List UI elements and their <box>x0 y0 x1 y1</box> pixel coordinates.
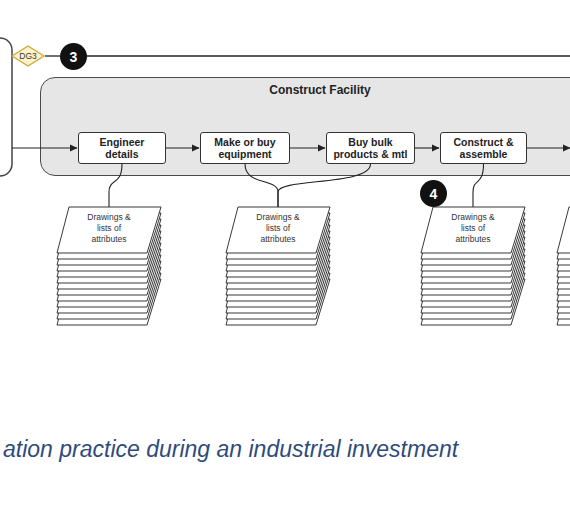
process-box: Buy bulk products & mtl <box>326 132 415 164</box>
figure-caption: ation practice during an industrial inve… <box>3 436 458 463</box>
document-stack: Drawings & lists of attributes <box>55 205 163 329</box>
phase-line <box>45 55 60 56</box>
process-label: Construct & assemble <box>441 136 526 160</box>
group-title: Construct Facility <box>41 83 570 97</box>
document-label: Drawings & lists of attributes <box>248 212 308 245</box>
callout-number: 4 <box>420 180 447 207</box>
process-box: Engineer details <box>78 132 166 164</box>
phase-group: Construct FacilityEngineer details Make o… <box>40 77 570 176</box>
process-label: Buy bulk products & mtl <box>327 136 414 160</box>
gate-label: DG3 <box>11 45 45 67</box>
document-sheets <box>57 207 161 325</box>
document-sheet <box>421 207 525 253</box>
document-sheet <box>226 207 330 253</box>
document-sheet <box>57 207 161 253</box>
process-label: Engineer details <box>79 136 165 160</box>
process-box: Make or buy equipment <box>200 132 290 164</box>
document-sheet <box>557 207 570 253</box>
document-sheets <box>421 207 525 325</box>
previous-phase-box <box>0 38 12 176</box>
document-label: Drawings & lists of attributes <box>443 212 503 245</box>
phase-line <box>86 55 570 56</box>
process-label: Make or buy equipment <box>201 136 289 160</box>
partial-document-stack <box>557 207 570 325</box>
document-stack: Drawings & lists of attributes <box>419 205 527 329</box>
callout-number: 3 <box>60 43 87 70</box>
document-sheets <box>226 207 330 325</box>
document-label: Drawings & lists of attributes <box>79 212 139 245</box>
document-stack: Drawings & lists of attributes <box>224 205 332 329</box>
process-box: Construct & assemble <box>440 132 527 164</box>
gate-diamond-shape <box>12 46 44 66</box>
decision-gate: DG3 <box>11 45 45 67</box>
